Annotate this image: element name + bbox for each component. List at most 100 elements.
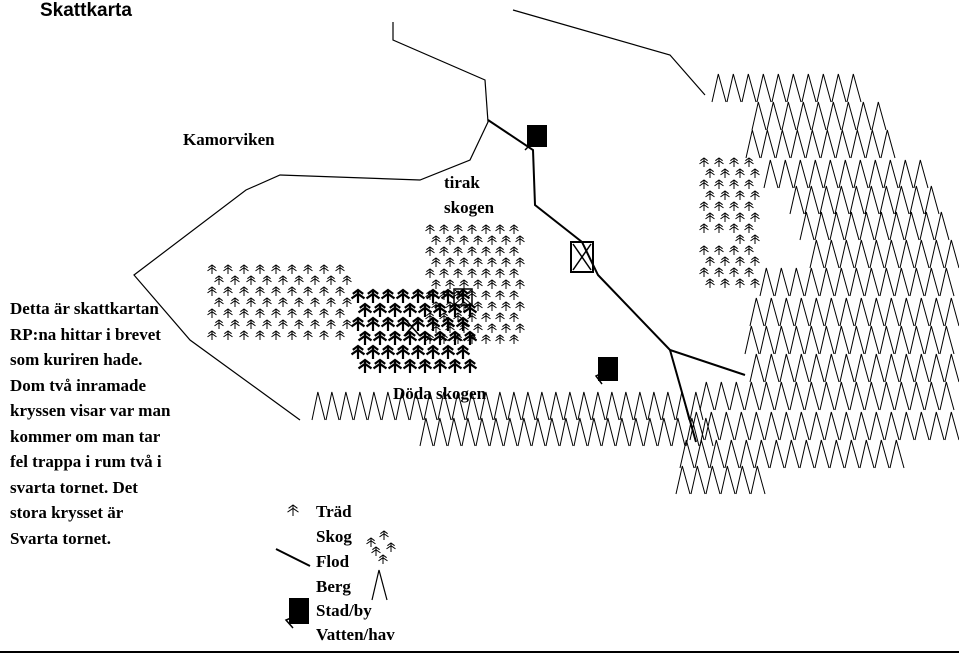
- mountain-peak: [899, 353, 915, 383]
- mountain-peak: [829, 211, 845, 241]
- tree-icon: [705, 212, 715, 222]
- dead-tree-icon: [395, 344, 411, 359]
- dead-tree-icon: [432, 330, 448, 345]
- mountain-peak: [789, 381, 805, 411]
- tree-icon: [319, 286, 329, 296]
- mountain-peak: [759, 381, 775, 411]
- tree-icon: [467, 312, 477, 322]
- mountain-peak: [699, 417, 714, 447]
- dead-tree-icon: [417, 358, 433, 373]
- mountain-peak: [819, 267, 835, 297]
- mountain-peak: [775, 129, 791, 159]
- dead-tree-icon: [387, 330, 403, 345]
- mountain-peak: [433, 417, 448, 447]
- tree-icon: [310, 319, 320, 329]
- tree-icon: [699, 267, 709, 277]
- tree-icon: [481, 312, 491, 322]
- tree-icon: [319, 264, 329, 274]
- mountain-peak: [944, 297, 959, 327]
- tree-icon: [335, 308, 345, 318]
- tree-icon: [459, 279, 469, 289]
- forest-icon: [366, 530, 396, 564]
- mountain-peak: [853, 159, 869, 189]
- dead-tree-icon: [357, 330, 373, 345]
- town-icon: [527, 125, 547, 147]
- dead-tree-icon: [357, 302, 373, 317]
- mountain-peak: [854, 239, 870, 269]
- tree-icon: [487, 257, 497, 267]
- bottom-rule: [0, 651, 959, 653]
- tree-icon: [720, 256, 730, 266]
- mountain-peak: [714, 381, 730, 411]
- tree-icon: [278, 319, 288, 329]
- mountain-peak: [846, 73, 862, 103]
- mountain-peak: [879, 381, 895, 411]
- tree-icon: [473, 235, 483, 245]
- tree-icon: [262, 275, 272, 285]
- mountain-peak: [904, 211, 920, 241]
- tree-icon: [720, 278, 730, 288]
- mountain-peak: [784, 439, 800, 469]
- tree-icon: [750, 256, 760, 266]
- mountain-peak: [826, 101, 842, 131]
- tree-icon: [714, 201, 724, 211]
- dead-tree-icon: [357, 358, 373, 373]
- mountain-peak: [824, 239, 840, 269]
- tree-icon: [495, 224, 505, 234]
- mountain-range: [311, 73, 959, 495]
- dead-tree-icon: [387, 358, 403, 373]
- tree-icon: [515, 323, 525, 333]
- mountain-peak: [679, 439, 695, 469]
- dead-tree-icon: [455, 288, 471, 303]
- tree-icon: [294, 275, 304, 285]
- mountain-peak: [465, 391, 480, 421]
- mountain-peak: [859, 211, 875, 241]
- mountain-peak: [517, 417, 532, 447]
- dead-tree-icon: [440, 316, 456, 331]
- mountain-peak: [914, 353, 930, 383]
- legend-label-vatten: Vatten/hav: [316, 625, 395, 644]
- tree-icon: [326, 297, 336, 307]
- mountain-peak: [479, 391, 494, 421]
- mountain-peak: [549, 391, 564, 421]
- mountain-peak: [944, 411, 959, 441]
- tree-icon: [744, 201, 754, 211]
- mountain-peak: [786, 73, 802, 103]
- town-icon: [598, 357, 618, 381]
- dead-tree-icon: [432, 358, 448, 373]
- tree-icon: [214, 319, 224, 329]
- mountain-peak: [849, 185, 865, 215]
- mountain-peak: [874, 439, 890, 469]
- mountain-peak: [809, 411, 825, 441]
- mountain-peak: [841, 101, 857, 131]
- mountain-peak: [605, 391, 620, 421]
- mountain-peak: [745, 129, 761, 159]
- note-line: Detta är skattkartan: [10, 299, 159, 318]
- legend-label-skog: Skog: [316, 527, 352, 546]
- dead-tree-icon: [402, 302, 418, 317]
- mountain-peak: [657, 417, 672, 447]
- mountain-peak: [819, 325, 835, 355]
- tree-icon: [699, 157, 709, 167]
- dead-tree-icon: [365, 316, 381, 331]
- tree-icon: [699, 245, 709, 255]
- tree-icon: [246, 319, 256, 329]
- mountain-peak: [675, 391, 690, 421]
- mountain-peak: [831, 73, 847, 103]
- mountain-peak: [675, 465, 691, 495]
- tree-icon: [481, 268, 491, 278]
- mountain-peak: [729, 381, 745, 411]
- legend-label-stad: Stad/by: [316, 601, 372, 620]
- mountain-peak: [884, 411, 900, 441]
- river-icon: [275, 548, 311, 567]
- tree-icon: [262, 319, 272, 329]
- mountain-peak: [823, 159, 839, 189]
- mountain-peak: [744, 325, 760, 355]
- dead-tree-icon: [402, 330, 418, 345]
- tree-icon: [735, 256, 745, 266]
- tree-icon: [303, 286, 313, 296]
- mountain-peak: [685, 417, 700, 447]
- mountain-peak: [559, 417, 574, 447]
- note-line: som kuriren hade.: [10, 350, 143, 369]
- label-kamorviken: Kamorviken: [183, 130, 275, 149]
